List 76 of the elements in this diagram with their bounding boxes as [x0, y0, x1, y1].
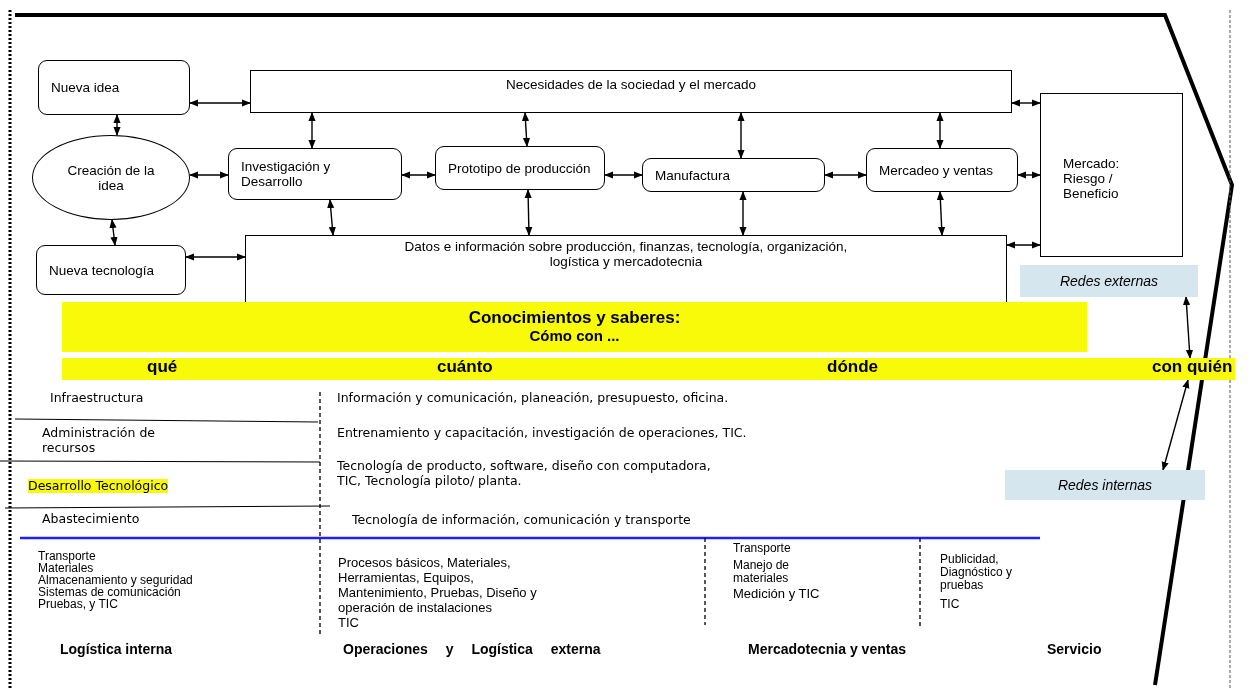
activity-name: Logística interna [60, 642, 173, 656]
double-arrow [524, 189, 533, 236]
node-text: Mercadeo y ventas [879, 162, 994, 178]
double-arrow [1011, 99, 1041, 107]
activity-name: Administración de recursos [42, 425, 157, 455]
double-arrow [401, 171, 436, 179]
double-arrow [308, 112, 316, 149]
process-box [642, 158, 825, 192]
activity-name: Abastecimiento [42, 511, 140, 526]
activity-name: Operaciones y Logística externa [343, 642, 601, 656]
activity-description: Tecnología de información, comunicación y transporte [352, 512, 691, 527]
double-arrow [739, 191, 747, 236]
list-item: Sistemas de comunicación [38, 586, 181, 599]
double-arrow [1182, 296, 1194, 359]
list-item: Medición y TIC [733, 586, 820, 601]
node-text: Redes externas [1059, 273, 1159, 289]
process-box [245, 235, 1007, 303]
column-heading: qué [147, 359, 178, 374]
node-subtext: Cómo con ... [529, 327, 620, 345]
node-text: Prototipo de producción [448, 160, 591, 176]
list-item: Transporte [733, 542, 791, 555]
activity-name: Servicio [1047, 642, 1102, 656]
list-item: Procesos básicos, Materiales, Herramientas, Equipos, Mantenimiento, Pruebas, Diseño y operación de instalaciones [338, 555, 538, 615]
network-tag [1005, 470, 1205, 500]
list-item: Almacenamiento y seguridad [38, 574, 193, 587]
list-item: TIC [940, 598, 960, 611]
heading-band [62, 302, 1087, 352]
process-box [228, 148, 402, 200]
process-box [866, 148, 1018, 192]
activity-name: Mercadotecnia y ventas [748, 642, 906, 656]
list-item: Publicidad, Diagnóstico y pruebas [940, 553, 1014, 592]
list-item: Pruebas, y TIC [38, 598, 118, 611]
list-item: Manejo de materiales [733, 559, 791, 585]
question-band [62, 358, 1235, 380]
double-arrow [737, 112, 745, 159]
node-text: Redes internas [1057, 477, 1153, 493]
double-arrow [824, 171, 867, 179]
column-heading: dónde [827, 359, 878, 374]
double-arrow [936, 112, 944, 149]
process-box [38, 60, 190, 115]
node-text: Conocimientos y saberes: [468, 309, 681, 327]
double-arrow [189, 171, 229, 179]
node-text: Creación de la idea [66, 162, 156, 193]
node-text: Investigación y Desarrollo [241, 159, 332, 189]
list-item: Materiales [38, 562, 94, 575]
activity-description: Tecnología de producto, software, diseño con computadora, TIC, Tecnología piloto/ planta. [337, 458, 712, 488]
double-arrow [521, 112, 531, 147]
node-text: Nueva tecnología [49, 262, 155, 278]
activity-description: Información y comunicación, planeación, presupuesto, oficina. [337, 390, 729, 405]
node-text: Necesidades de la sociedad y el mercado [506, 77, 756, 92]
double-arrow [109, 219, 118, 246]
process-box [36, 245, 186, 295]
column-heading: cuánto [437, 359, 493, 374]
double-arrow [1161, 379, 1190, 471]
node-text: Datos e información sobre producción, finanzas, tecnología, organización, logística y mercadotecnia [403, 239, 849, 269]
process-box [1040, 93, 1183, 257]
double-arrow [185, 253, 246, 261]
list-item: TIC [338, 615, 359, 630]
double-arrow [1006, 241, 1041, 249]
network-tag [1020, 265, 1198, 297]
double-arrow [113, 114, 121, 136]
activity-description: Entrenamiento y capacitación, investigación de operaciones, TIC. [337, 425, 747, 440]
node-text: Nueva idea [51, 80, 120, 95]
double-arrow [189, 99, 251, 107]
process-box [435, 146, 605, 190]
double-arrow [604, 171, 643, 179]
double-arrow [327, 199, 336, 236]
process-box [250, 70, 1012, 113]
double-arrow [936, 191, 946, 236]
node-text: Mercado: Riesgo / Beneficio [1063, 156, 1121, 201]
activity-name: Infraestructura [50, 390, 144, 405]
activity-name: Desarrollo Tecnológico [28, 479, 169, 493]
double-arrow [1017, 171, 1041, 179]
column-heading: con quién [1152, 359, 1233, 374]
node-text: Manufactura [655, 167, 731, 183]
list-item: Transporte [38, 550, 96, 563]
